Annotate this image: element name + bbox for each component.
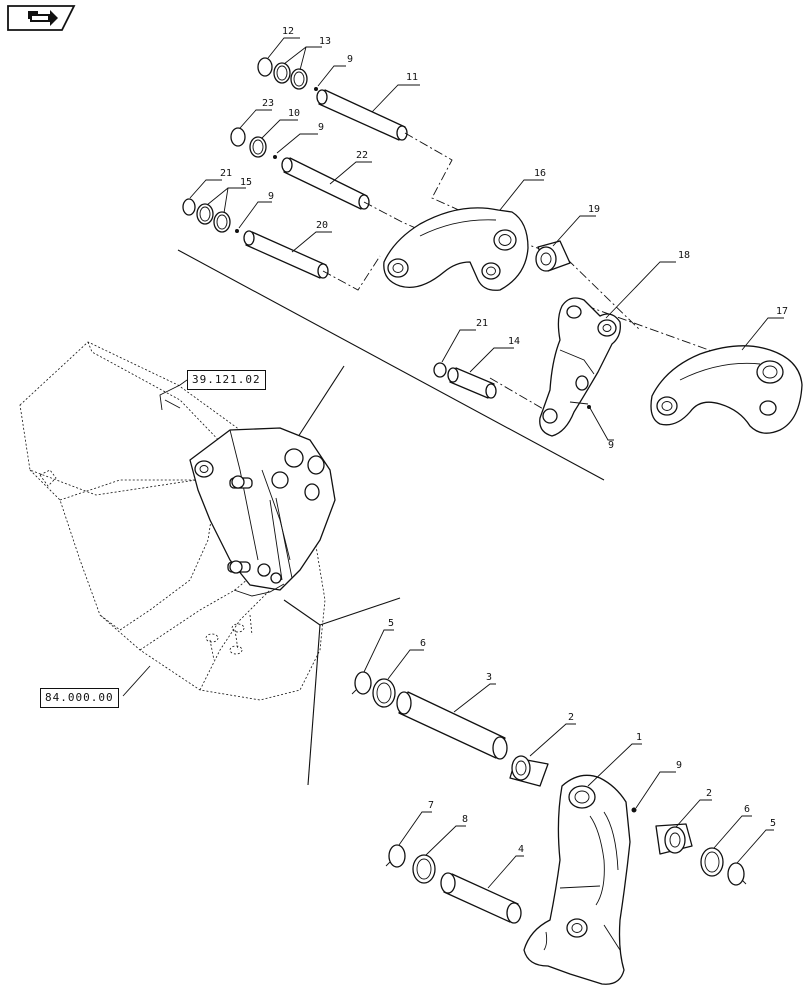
ref-link-39-121-02[interactable]: 39.121.02 — [187, 370, 266, 390]
callout-4: 4 — [518, 844, 524, 855]
pin-20 — [243, 230, 329, 279]
ring-21b — [433, 362, 447, 378]
grease-nipple-9b — [273, 155, 277, 159]
ring-6b — [700, 847, 724, 877]
leader-lines — [189, 37, 784, 889]
callout-19: 19 — [588, 204, 600, 215]
callout-9: 9 — [268, 191, 274, 202]
bushing-19 — [535, 240, 571, 272]
callout-6: 6 — [744, 804, 750, 815]
pin-4 — [440, 872, 522, 924]
callout-2: 2 — [706, 788, 712, 799]
callout-8: 8 — [462, 814, 468, 825]
navigate-back-icon — [7, 5, 76, 31]
bucket-assembly — [19, 341, 336, 701]
callout-9: 9 — [608, 440, 614, 451]
link-17 — [650, 345, 803, 434]
link-18 — [539, 297, 621, 437]
callout-16: 16 — [534, 168, 546, 179]
ring-7 — [385, 844, 406, 868]
callout-9: 9 — [347, 54, 353, 65]
callout-17: 17 — [776, 306, 788, 317]
ref-upper-leader — [159, 379, 188, 411]
callout-1: 1 — [636, 732, 642, 743]
ring-12 — [257, 57, 273, 77]
callout-22: 22 — [356, 150, 368, 161]
ring-15b — [213, 211, 231, 233]
callout-9: 9 — [676, 760, 682, 771]
ref-link-84-000-00[interactable]: 84.000.00 — [40, 688, 119, 708]
arm-1 — [523, 774, 631, 985]
callout-21: 21 — [476, 318, 488, 329]
callout-5: 5 — [388, 618, 394, 629]
ring-8 — [412, 854, 436, 884]
grease-nipple-9e — [631, 807, 637, 813]
callout-20: 20 — [316, 220, 328, 231]
ring-15a — [196, 203, 214, 225]
callout-14: 14 — [508, 336, 520, 347]
bushing-2a — [509, 755, 549, 787]
ring-21a — [182, 198, 196, 216]
callout-3: 3 — [486, 672, 492, 683]
navigate-back-button[interactable] — [6, 5, 76, 31]
callout-13: 13 — [319, 36, 331, 47]
grease-nipple-9c — [235, 229, 239, 233]
link-16 — [383, 207, 529, 291]
callout-21: 21 — [220, 168, 232, 179]
ring-13b — [290, 68, 308, 90]
callout-12: 12 — [282, 26, 294, 37]
bushing-2b — [655, 823, 693, 855]
ref-lower-leader — [122, 665, 151, 697]
callout-15: 15 — [240, 177, 252, 188]
callout-5: 5 — [770, 818, 776, 829]
ring-13a — [273, 62, 291, 84]
callout-7: 7 — [428, 800, 434, 811]
ring-6a — [372, 678, 396, 708]
callout-10: 10 — [288, 108, 300, 119]
pin-14 — [447, 367, 497, 399]
pin-3 — [396, 691, 508, 760]
callout-6: 6 — [420, 638, 426, 649]
callout-9: 9 — [318, 122, 324, 133]
callout-2: 2 — [568, 712, 574, 723]
pin-22 — [281, 157, 370, 210]
ring-5b — [727, 862, 747, 886]
grease-nipple-9a — [314, 87, 318, 91]
ring-5a — [351, 671, 372, 695]
pin-11 — [316, 89, 408, 141]
callout-numbers: 12 13 9 11 23 10 9 22 21 15 9 20 16 19 1… — [220, 26, 788, 855]
callout-23: 23 — [262, 98, 274, 109]
callout-18: 18 — [678, 250, 690, 261]
callout-11: 11 — [406, 72, 418, 83]
separator-lines — [177, 249, 605, 786]
ring-10 — [249, 136, 267, 158]
ring-23 — [230, 127, 246, 147]
